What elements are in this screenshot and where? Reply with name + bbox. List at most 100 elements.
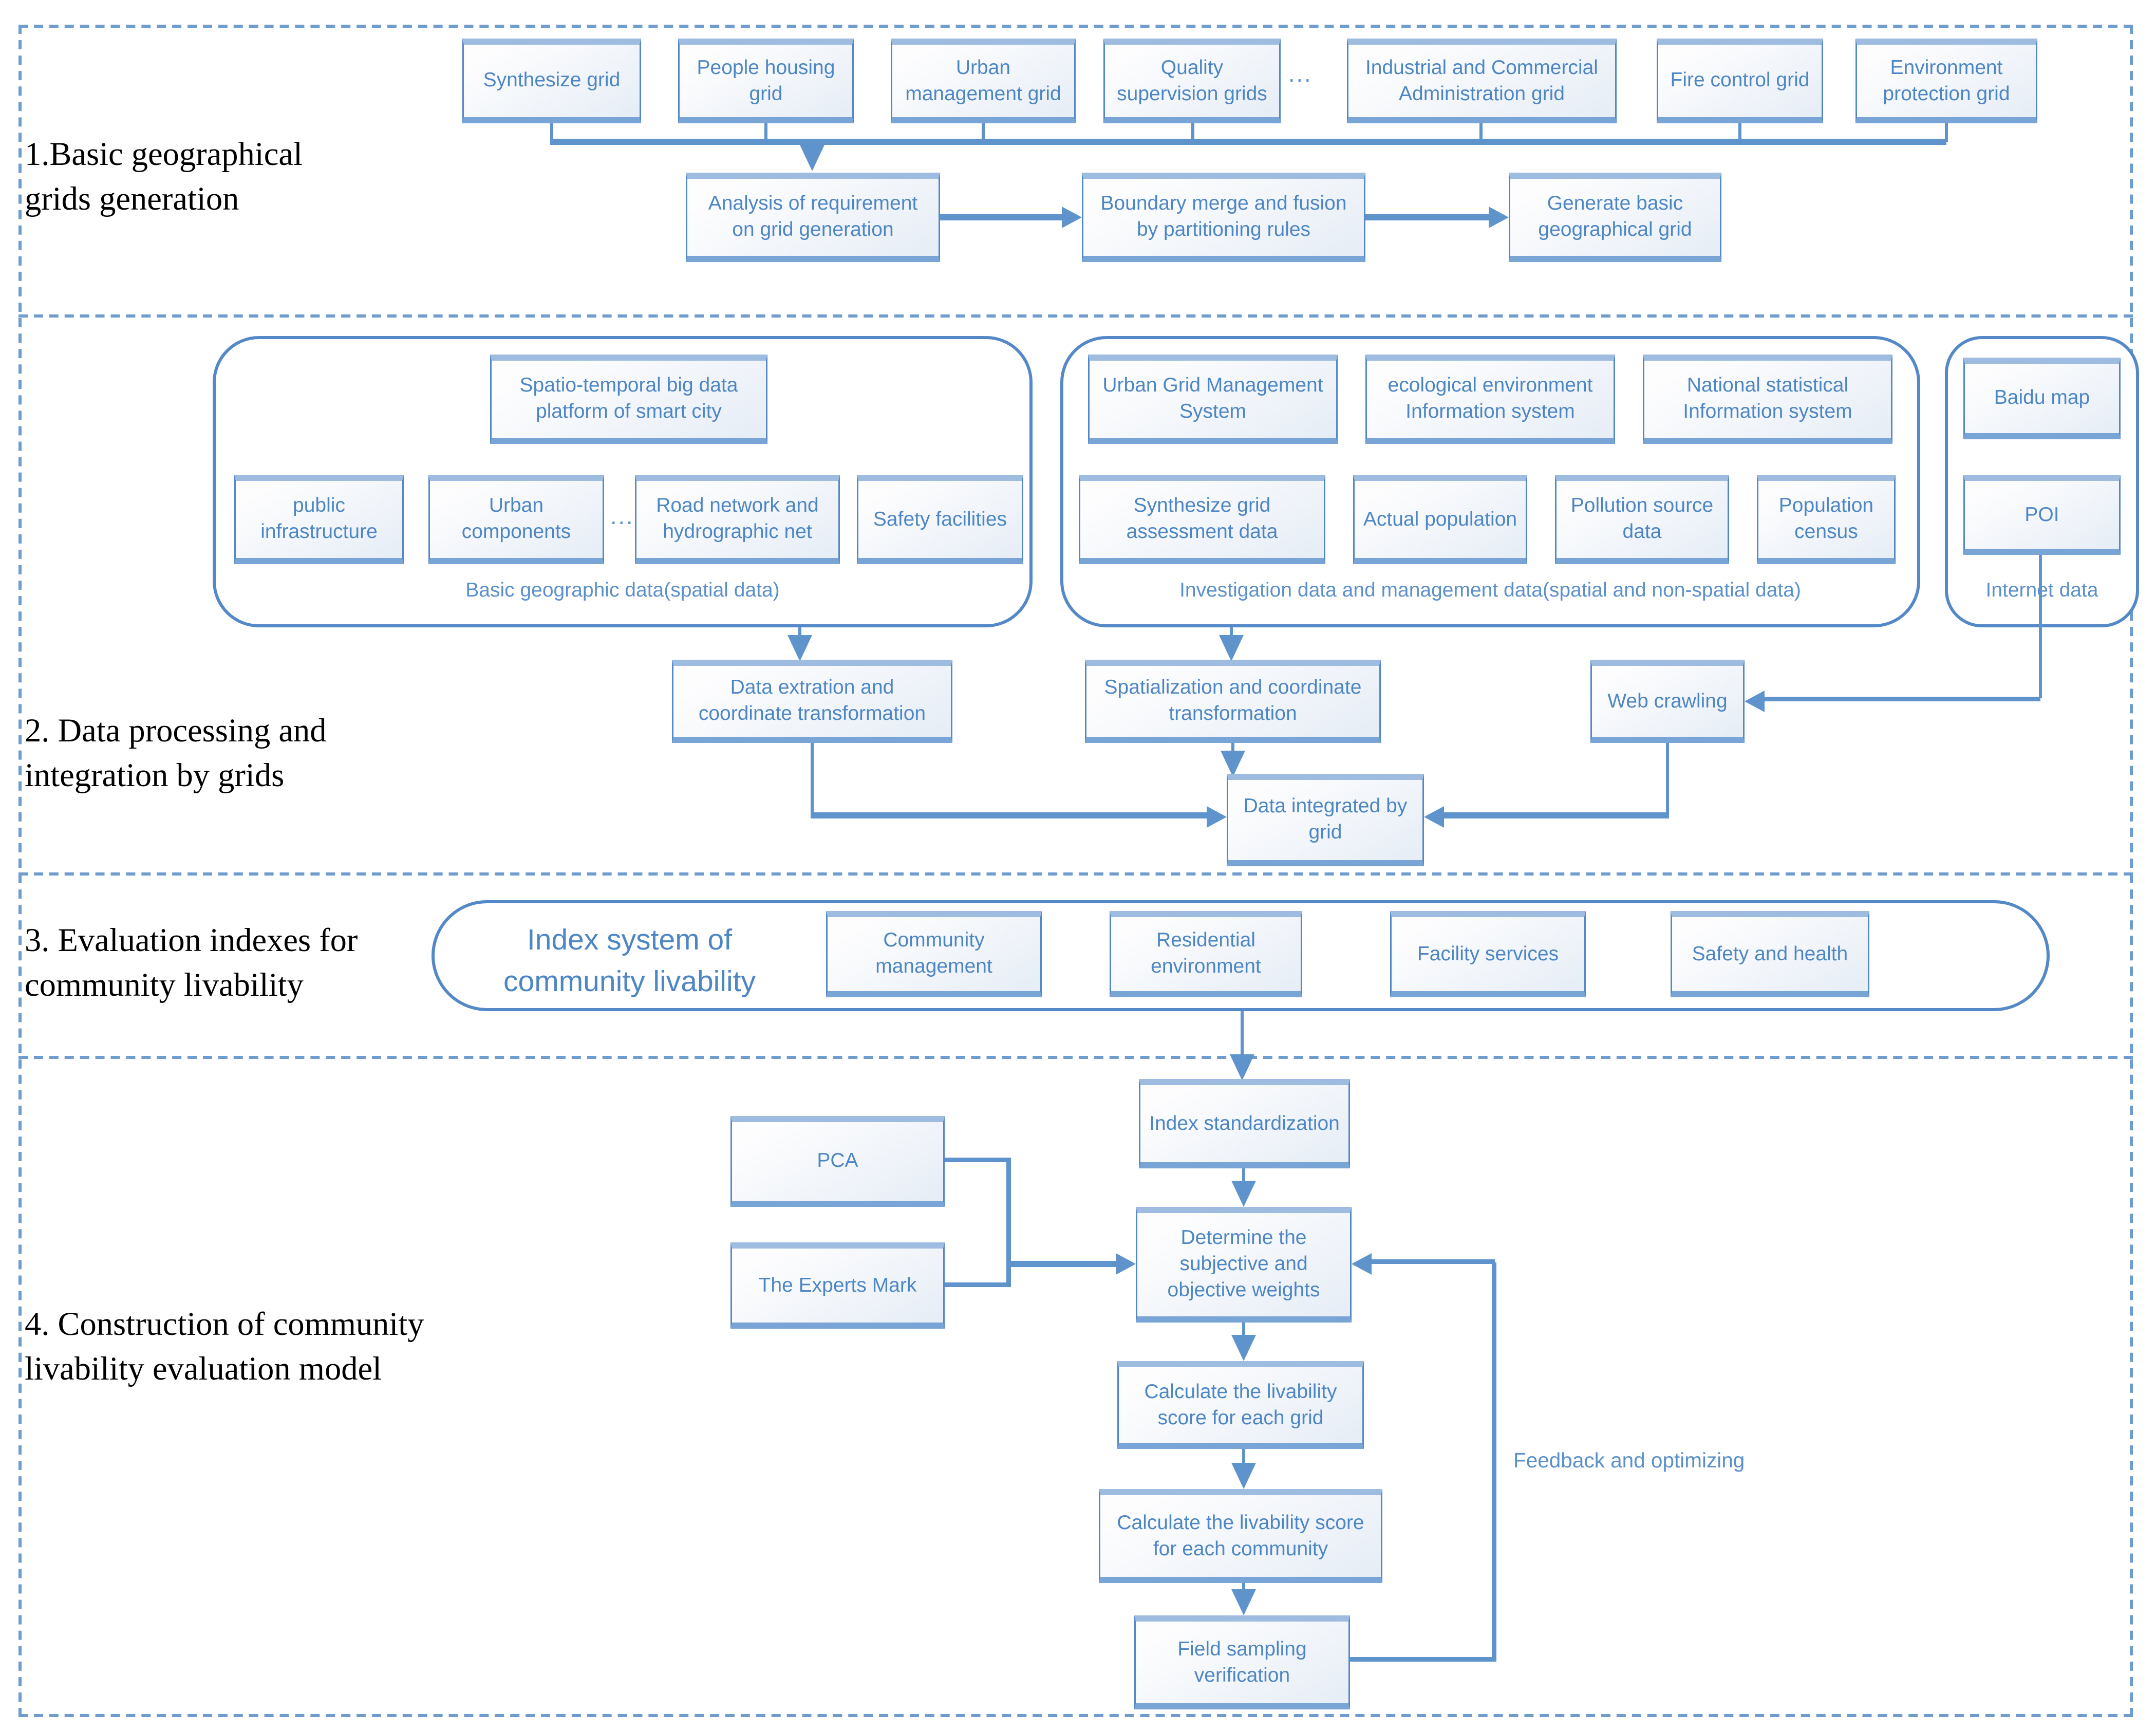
connector-line xyxy=(1479,123,1483,142)
section4-label: 4. Construction of community livability … xyxy=(25,1306,424,1388)
outer-dashed-border xyxy=(18,25,2133,1717)
connector-line xyxy=(764,123,767,142)
arrow-left-to-integrated xyxy=(1424,806,1444,828)
box-community-management: Community management xyxy=(826,911,1042,997)
box-quality-supervision-grids: Quality supervision grids xyxy=(1103,39,1281,123)
connector-line xyxy=(1763,696,2040,701)
arrow-down-to-integrated xyxy=(1221,751,1245,777)
ellipsis-more-grids: ... xyxy=(1288,62,1313,88)
box-urban-components: Urban components xyxy=(428,475,604,564)
arrow-left-feedback xyxy=(1352,1253,1372,1275)
connector-line xyxy=(798,627,801,640)
box-residential-environment: Residential environment xyxy=(1110,911,1302,997)
arrow-right-to-determine xyxy=(1116,1253,1136,1275)
arrow-down-to-analysis xyxy=(800,145,824,171)
box-industrial-commercial-grid: Industrial and Commercial Administration… xyxy=(1347,39,1617,123)
ellipsis-more-basic-data: ... xyxy=(610,504,634,530)
connector-line xyxy=(1242,1168,1245,1187)
box-calc-livability-grid: Calculate the livability score for each … xyxy=(1117,1361,1364,1449)
box-spatialization: Spatialization and coordinate transforma… xyxy=(1085,660,1381,743)
caption-investigation-data: Investigation data and management data(s… xyxy=(1179,578,1801,601)
experts-connector xyxy=(945,1282,1011,1287)
box-boundary-merge: Boundary merge and fusion by partitionin… xyxy=(1082,173,1365,262)
box-environment-protection-grid: Environment protection grid xyxy=(1855,39,2037,123)
box-road-network: Road network and hydrographic net xyxy=(635,475,840,564)
box-synthesize-grid: Synthesize grid xyxy=(462,39,641,123)
feedback-line xyxy=(1492,1262,1496,1662)
box-calc-livability-community: Calculate the livability score for each … xyxy=(1099,1489,1382,1583)
arrow-left-to-web-crawling xyxy=(1745,690,1765,712)
box-experts-mark: The Experts Mark xyxy=(730,1242,945,1329)
connector-line xyxy=(1231,743,1234,755)
box-index-standardization: Index standardization xyxy=(1139,1079,1350,1168)
section-divider-1 xyxy=(18,314,2133,318)
box-population-census: Population census xyxy=(1757,475,1896,564)
connector-line xyxy=(1444,812,1669,818)
box-synthesize-grid-assessment: Synthesize grid assessment data xyxy=(1079,475,1325,564)
caption-basic-geographic-data: Basic geographic data(spatial data) xyxy=(465,578,780,601)
connector-line xyxy=(1738,123,1741,142)
feedback-line xyxy=(1350,1657,1496,1662)
box-poi: POI xyxy=(1963,475,2121,555)
section2-label: 2. Data processing and integration by gr… xyxy=(25,712,327,794)
box-generate-basic-grid: Generate basic geographical grid xyxy=(1509,173,1721,262)
arrow-down-to-extraction xyxy=(788,635,812,661)
box-web-crawling: Web crawling xyxy=(1590,660,1745,743)
box-urban-management-grid: Urban management grid xyxy=(891,39,1076,123)
box-field-sampling: Field sampling verification xyxy=(1134,1615,1350,1709)
arrow-down-to-field-sampling xyxy=(1231,1589,1256,1615)
box-urban-grid-management-system: Urban Grid Management System xyxy=(1088,355,1338,444)
connector-line xyxy=(982,123,985,142)
connector-line xyxy=(811,812,1208,818)
feedback-label: Feedback and optimizing xyxy=(1513,1449,1745,1472)
box-actual-population: Actual population xyxy=(1353,475,1527,564)
box-spatio-temporal-platform: Spatio-temporal big data platform of sma… xyxy=(490,355,767,444)
index-system-title: Index system of community livability xyxy=(503,925,756,998)
section1-label: 1.Basic geographical grids generation xyxy=(25,136,303,218)
connector-line xyxy=(1666,743,1669,817)
arrow-down-to-standardization xyxy=(1230,1054,1254,1081)
gather-line xyxy=(550,139,1946,145)
box-people-housing-grid: People housing grid xyxy=(678,39,854,123)
box-determine-weights: Determine the subjective and objective w… xyxy=(1136,1207,1352,1323)
box-public-infrastructure: public infrastructure xyxy=(234,475,404,564)
arrow-down-to-calc-grid xyxy=(1231,1335,1256,1361)
box-analysis-requirement: Analysis of requirement on grid generati… xyxy=(686,173,940,262)
arrow-down-to-calc-community xyxy=(1231,1463,1256,1489)
box-baidu-map: Baidu map xyxy=(1963,358,2121,439)
box-ecological-environment-system: ecological environment Information syste… xyxy=(1365,355,1615,444)
connector-line xyxy=(1241,1011,1244,1057)
box-pollution-source-data: Pollution source data xyxy=(1555,475,1729,564)
box-facility-services: Facility services xyxy=(1390,911,1586,997)
connector-line xyxy=(1006,1261,1117,1267)
box-safety-facilities: Safety facilities xyxy=(857,475,1023,564)
feedback-line xyxy=(1372,1259,1495,1264)
arrow-down-to-determine xyxy=(1231,1181,1256,1207)
section-divider-3 xyxy=(18,1056,2133,1059)
connector-line xyxy=(811,743,814,817)
connector-line xyxy=(550,123,553,142)
section3-label: 3. Evaluation indexes for community liva… xyxy=(25,922,358,1004)
connector-line xyxy=(1230,627,1233,640)
box-national-statistical-system: National statistical Information system xyxy=(1643,355,1892,444)
poi-connector-line xyxy=(2039,555,2042,698)
box-safety-and-health: Safety and health xyxy=(1671,911,1869,997)
box-fire-control-grid: Fire control grid xyxy=(1657,39,1823,123)
box-data-integrated-by-grid: Data integrated by grid xyxy=(1227,774,1424,866)
connector-line xyxy=(1191,123,1194,142)
flow-line xyxy=(1365,214,1489,220)
box-data-extraction: Data extration and coordinate transforma… xyxy=(672,660,952,743)
arrow-right-to-integrated xyxy=(1207,806,1227,828)
merge-connector xyxy=(1006,1158,1011,1287)
connector-line xyxy=(1242,1449,1245,1466)
pca-connector xyxy=(945,1158,1011,1162)
arrow-right xyxy=(1489,206,1509,228)
section-divider-2 xyxy=(18,872,2133,876)
arrow-right xyxy=(1062,206,1082,228)
flow-line xyxy=(940,214,1062,220)
arrow-down-to-spatialization xyxy=(1219,635,1244,661)
caption-internet-data: Internet data xyxy=(1985,578,2098,601)
box-pca: PCA xyxy=(730,1116,945,1207)
connector-line xyxy=(1945,123,1948,142)
